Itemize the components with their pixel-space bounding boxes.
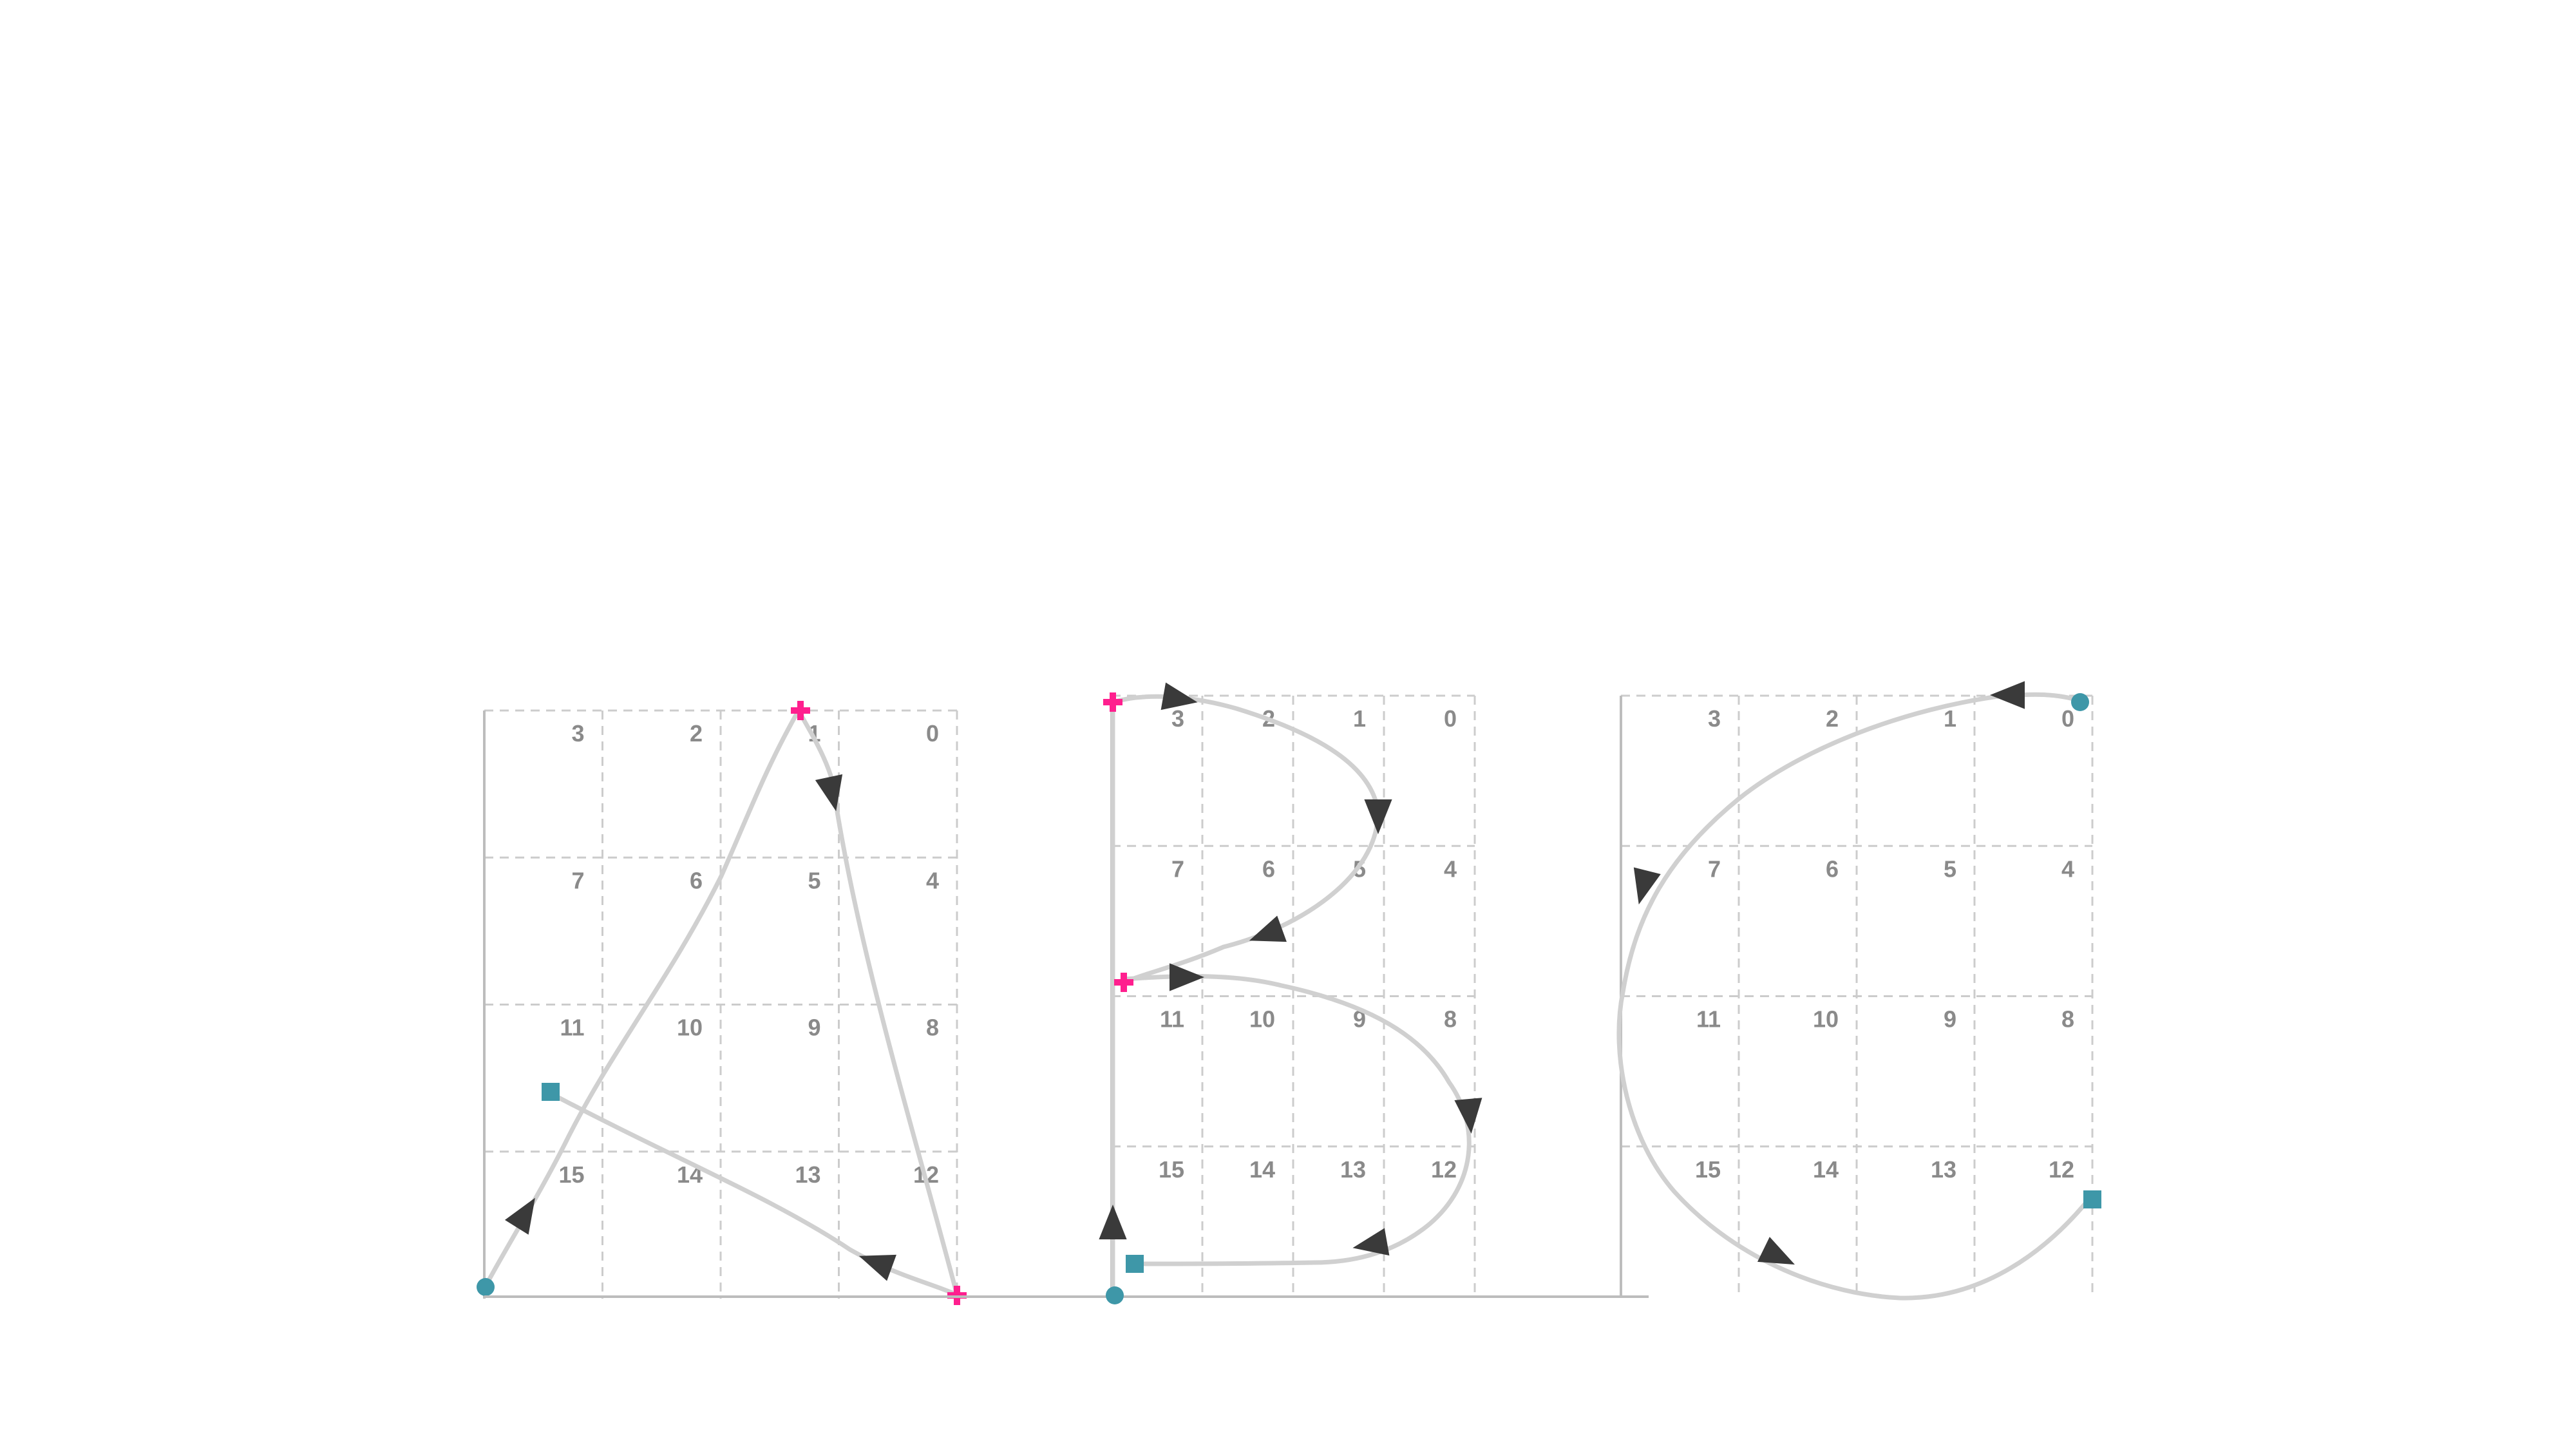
cell-label: 11	[1160, 1006, 1184, 1033]
direction-arrow-icon	[1364, 799, 1392, 834]
cell-label: 0	[2061, 705, 2074, 732]
cell-label: 9	[1944, 1006, 1956, 1033]
cell-label: 1	[1944, 705, 1956, 732]
stroke-path	[1121, 974, 1472, 1266]
cell-label: 13	[1931, 1156, 1956, 1183]
direction-arrow-icon	[1990, 681, 2025, 709]
cell-label: 3	[1708, 705, 1721, 732]
cell-label: 11	[1696, 1006, 1721, 1033]
cell-label: 10	[677, 1015, 703, 1041]
pen-lift-plus-marker-icon	[1103, 692, 1122, 712]
cell-label: 8	[2061, 1006, 2074, 1033]
direction-arrow-icon	[858, 1254, 896, 1281]
cell-label: 5	[1944, 855, 1956, 882]
start-circle-marker-icon	[1106, 1286, 1124, 1304]
cell-label: 9	[808, 1015, 820, 1041]
cell-label: 7	[1171, 855, 1184, 882]
cell-label: 4	[1444, 855, 1457, 882]
cell-label: 6	[690, 867, 703, 893]
stroke-path	[1616, 692, 2092, 1301]
cell-label: 2	[690, 720, 703, 747]
cell-label: 7	[1708, 855, 1721, 882]
cell-label: 5	[808, 867, 820, 893]
pen-lift-plus-marker-icon	[1114, 973, 1133, 992]
end-square-marker-icon	[2083, 1190, 2101, 1208]
stroke-path	[551, 1092, 960, 1297]
direction-arrow-icon	[1099, 1205, 1127, 1239]
direction-arrow-icon	[1160, 682, 1198, 711]
cell-label: 1	[808, 720, 820, 747]
cell-label: 10	[1813, 1006, 1839, 1033]
cell-label: 12	[1431, 1156, 1457, 1183]
cell-label: 3	[1171, 705, 1184, 732]
cell-label: 3	[571, 720, 584, 747]
start-circle-marker-icon	[477, 1278, 495, 1296]
cell-label: 8	[1444, 1006, 1457, 1033]
pen-lift-plus-marker-icon	[791, 701, 810, 720]
direction-arrow-icon	[1249, 915, 1287, 942]
cell-label: 15	[558, 1161, 584, 1188]
cell-label: 13	[795, 1161, 820, 1188]
direction-arrow-icon	[1633, 867, 1661, 905]
cell-label: 12	[2049, 1156, 2074, 1183]
direction-arrow-icon	[1757, 1237, 1795, 1265]
direction-arrow-icon	[1352, 1228, 1390, 1256]
start-circle-marker-icon	[2071, 693, 2089, 711]
end-square-marker-icon	[1126, 1255, 1144, 1273]
stroke-path	[1110, 694, 1381, 985]
cell-label: 11	[560, 1015, 584, 1041]
direction-arrow-icon	[1454, 1098, 1482, 1134]
direction-arrow-icon	[815, 774, 843, 812]
stroke-path	[796, 708, 960, 1297]
cell-label: 15	[1159, 1156, 1184, 1183]
cell-label: 0	[926, 720, 939, 747]
direction-arrow-icon	[504, 1197, 535, 1235]
cell-label: 4	[926, 867, 939, 893]
cell-label: 1	[1353, 705, 1366, 732]
cell-label: 6	[1826, 855, 1839, 882]
cell-label: 15	[1695, 1156, 1721, 1183]
cell-label: 8	[926, 1015, 939, 1041]
cell-label: 0	[1444, 705, 1457, 732]
cell-label: 14	[1813, 1156, 1839, 1183]
cell-label: 6	[1262, 855, 1275, 882]
end-square-marker-icon	[542, 1083, 560, 1101]
cell-label: 13	[1340, 1156, 1366, 1183]
cell-label: 10	[1249, 1006, 1275, 1033]
cell-label: 14	[1249, 1156, 1275, 1183]
direction-arrow-icon	[1170, 963, 1204, 991]
cell-label: 7	[571, 867, 584, 893]
cell-label: 4	[2061, 855, 2074, 882]
cell-label: 2	[1826, 705, 1839, 732]
